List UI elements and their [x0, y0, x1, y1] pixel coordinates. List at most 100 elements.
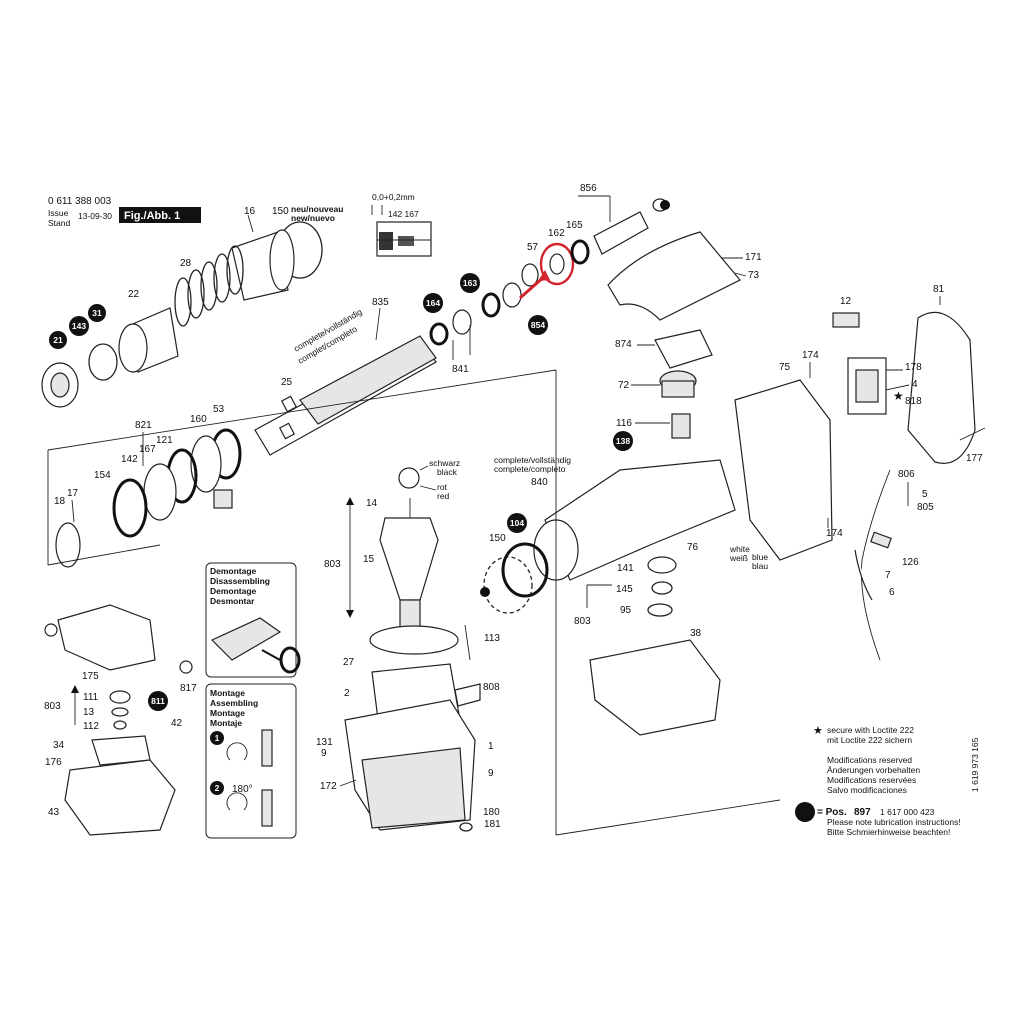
badge-31: 31 — [92, 308, 102, 318]
label-803-armature: 803 — [324, 559, 341, 570]
pos-label: = Pos. — [817, 807, 847, 818]
label-17: 17 — [67, 488, 79, 499]
hammer-tube: complete/vollständig complet/completo 83… — [254, 273, 522, 456]
complete-label-housing-2: complete/completo — [494, 464, 566, 474]
label-38: 38 — [690, 628, 702, 639]
label-1: 1 — [488, 741, 494, 752]
montage-box: Montage Assembling Montage Montaje 1 2 1… — [205, 683, 297, 839]
figure-label-box — [119, 207, 201, 223]
bearing-group: 141 145 95 803 — [574, 556, 677, 627]
loctite-star-legend-icon: ★ — [813, 725, 823, 737]
montage-step-1: 1 — [215, 733, 220, 743]
tolerance-detail: 0,0+0,2mm 142 167 — [371, 192, 432, 257]
pos-badge-icon — [795, 802, 815, 822]
tolerance-parts: 142 167 — [388, 209, 419, 219]
label-43: 43 — [48, 807, 60, 818]
montage-step-2: 2 — [215, 783, 220, 793]
label-75: 75 — [779, 362, 791, 373]
part-number: 0 611 388 003 — [48, 196, 112, 207]
header-date: 13-09-30 — [78, 211, 112, 221]
note-mod-1: Modifications reserved — [827, 755, 912, 765]
striker-group: 854 57 162 165 856 — [519, 183, 670, 335]
label-841: 841 — [452, 364, 469, 375]
label-42: 42 — [171, 718, 183, 729]
gear-cover: 171 73 — [607, 231, 762, 321]
label-34: 34 — [53, 740, 65, 751]
pos-code: 1 617 000 423 — [880, 807, 935, 817]
label-154: 154 — [94, 470, 111, 481]
montage-line-3: Montage — [210, 708, 245, 718]
label-73: 73 — [748, 270, 760, 281]
label-181: 181 — [484, 819, 501, 830]
label-808: 808 — [483, 682, 500, 693]
label-2: 2 — [344, 688, 350, 699]
label-874: 874 — [615, 339, 632, 350]
bottom-cover-38: 38 — [589, 628, 721, 736]
badge-143: 143 — [72, 321, 86, 331]
label-113: 113 — [484, 633, 500, 644]
note-mod-4: Salvo modificaciones — [827, 785, 907, 795]
label-167: 167 — [139, 444, 156, 455]
bottom-left-housing: 34 176 43 — [45, 735, 176, 836]
wire-black: black — [437, 467, 458, 477]
label-817: 817 — [180, 683, 197, 694]
complete-label-housing: complete/vollständig — [494, 455, 571, 465]
note-lube-2: Bitte Schmierhinweise beachten! — [827, 827, 950, 837]
label-178: 178 — [905, 362, 922, 373]
pos-number: 897 — [854, 807, 871, 818]
label-821: 821 — [135, 420, 152, 431]
label-145: 145 — [616, 584, 633, 595]
label-131: 131 — [316, 737, 333, 748]
label-162: 162 — [548, 228, 565, 239]
demontage-line-1: Demontage — [210, 566, 257, 576]
frame-lines — [47, 369, 781, 836]
chuck-assembly: 16 150 neu/nouveau new/nuevo 28 22 31 14… — [41, 204, 343, 408]
label-150: 150 — [272, 206, 289, 217]
label-126: 126 — [902, 557, 919, 568]
label-14: 14 — [366, 498, 378, 509]
badge-164: 164 — [426, 298, 440, 308]
figure-label: Fig./Abb. 1 — [124, 210, 180, 222]
label-176: 176 — [45, 757, 62, 768]
loctite-star-icon: ★ — [893, 389, 904, 403]
demontage-line-4: Desmontar — [210, 596, 255, 606]
notes: ★ secure with Loctite 222 mit Loctite 22… — [795, 725, 980, 837]
label-116: 116 — [616, 418, 632, 429]
new-label-1: neu/nouveau — [291, 204, 343, 214]
label-174-top: 174 — [802, 350, 819, 361]
label-72: 72 — [618, 380, 630, 391]
label-141: 141 — [617, 563, 634, 574]
badge-138: 138 — [616, 436, 630, 446]
wire-weiss: weiß — [729, 553, 748, 563]
badge-811: 811 — [151, 696, 165, 706]
label-9-left: 9 — [321, 748, 327, 759]
demontage-box: Demontage Disassembling Demontage Desmon… — [205, 562, 301, 678]
label-6: 6 — [889, 587, 895, 598]
montage-line-1: Montage — [210, 688, 245, 698]
label-5: 5 — [922, 489, 928, 500]
wire-blau: blau — [752, 561, 768, 571]
label-172: 172 — [320, 781, 337, 792]
note-lube-1: Please note lubrication instructions! — [827, 817, 961, 827]
stator-group: 113 27 2 808 131 9 172 1 9 180 181 — [316, 624, 501, 832]
label-25: 25 — [281, 377, 293, 388]
label-9-right: 9 — [488, 768, 494, 779]
label-121: 121 — [156, 435, 173, 446]
handle-81: 81 177 — [907, 284, 986, 464]
wire-rot: rot — [437, 482, 448, 492]
demontage-line-3: Demontage — [210, 586, 257, 596]
label-4: 4 — [912, 379, 918, 390]
note-mod-3: Modifications reservées — [827, 775, 916, 785]
note-loctite-2: mit Loctite 222 sichern — [827, 735, 912, 745]
label-15: 15 — [363, 554, 375, 565]
label-27: 27 — [343, 657, 355, 668]
label-16: 16 — [244, 206, 256, 217]
wire-blue: blue — [752, 552, 768, 562]
label-840: 840 — [531, 477, 548, 488]
wire-red: red — [437, 491, 450, 501]
switch-group: 12 178 4 818 ★ — [832, 296, 922, 415]
label-57: 57 — [527, 242, 539, 253]
label-53: 53 — [213, 404, 225, 415]
rear-housing-75: 75 174 — [734, 350, 833, 561]
